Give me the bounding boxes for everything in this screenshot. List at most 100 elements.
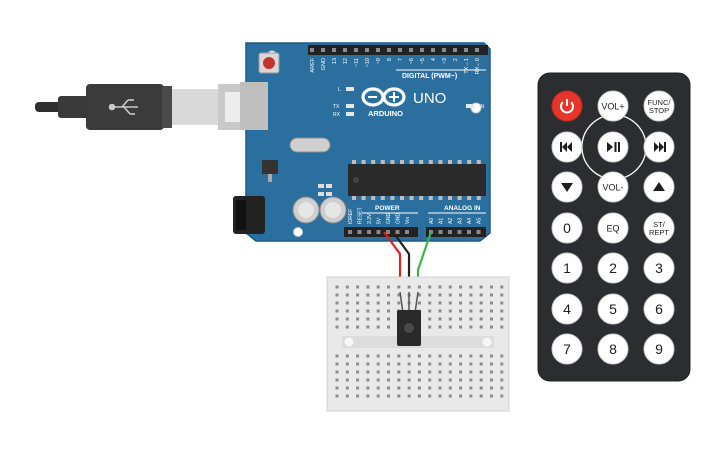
led-on-label: ON — [477, 104, 485, 110]
header-pin-hole[interactable] — [431, 48, 435, 52]
analog-pin-label: A5 — [477, 218, 483, 224]
remote-button-st-rept[interactable]: ST/REPT — [643, 212, 675, 244]
led-l-label: L — [338, 87, 341, 93]
remote-button-label: STOP — [649, 106, 669, 115]
remote-button-next[interactable] — [643, 131, 675, 163]
arrow-up-icon — [653, 182, 665, 191]
power-pin-hole[interactable] — [386, 230, 390, 234]
pin-label: TX→1 — [464, 58, 470, 74]
header-pin-hole[interactable] — [310, 48, 314, 52]
header-pin-hole[interactable] — [464, 48, 468, 52]
header-pin-hole[interactable] — [398, 48, 402, 52]
power-pin-label: IOREF — [348, 209, 354, 224]
play-pause-icon — [607, 142, 620, 152]
remote-button-three[interactable]: 3 — [643, 252, 675, 284]
remote-button-vol-up[interactable]: VOL+ — [597, 90, 629, 122]
remote-button-play-pause[interactable] — [597, 131, 629, 163]
pin-label: 13 — [332, 58, 338, 64]
remote-button-up[interactable] — [643, 171, 675, 203]
header-pin-hole[interactable] — [365, 48, 369, 52]
pin-label: 4 — [431, 58, 437, 61]
analog-pin-header[interactable] — [426, 227, 486, 237]
remote-button-power[interactable] — [551, 90, 583, 122]
remote-button-zero[interactable]: 0 — [551, 212, 583, 244]
power-pin-header[interactable] — [344, 227, 418, 237]
remote-button-label: 1 — [563, 260, 571, 276]
remote-button-label: FUNC/ — [648, 98, 672, 107]
model-label: UNO — [413, 90, 446, 107]
remote-button-label: VOL+ — [601, 102, 624, 112]
pin-label: 7 — [398, 58, 404, 61]
header-pin-hole[interactable] — [442, 48, 446, 52]
arrow-down-icon — [561, 183, 573, 192]
header-pin-hole[interactable] — [409, 48, 413, 52]
remote-button-two[interactable]: 2 — [597, 252, 629, 284]
led-tx — [346, 104, 354, 108]
pin-label: ~5 — [420, 58, 426, 64]
usb-port — [240, 82, 268, 130]
power-pin-label: GND — [386, 213, 392, 225]
led-tx-label: TX — [333, 104, 340, 110]
remote-button-label: EQ — [606, 224, 619, 234]
remote-button-label: 4 — [563, 301, 571, 317]
power-pin-label: 5V — [377, 217, 383, 224]
skip-back-icon — [560, 142, 572, 152]
header-pin-hole[interactable] — [376, 48, 380, 52]
analog-pin-hole[interactable] — [448, 230, 452, 234]
remote-button-label: 6 — [655, 301, 663, 317]
pin-label: ~9 — [376, 58, 382, 64]
ir-remote-control[interactable]: VOL+ FUNC/STOP VOL- 0 EQ ST/REPT 1 2 3 4 5 6 7 8 9 — [537, 72, 691, 382]
usb-cable[interactable] — [35, 84, 268, 130]
reset-button[interactable] — [258, 52, 280, 74]
remote-button-seven[interactable]: 7 — [551, 333, 583, 365]
remote-button-six[interactable]: 6 — [643, 293, 675, 325]
analog-pin-hole[interactable] — [438, 230, 443, 234]
led-rx — [346, 112, 354, 116]
digital-header-label: DIGITAL (PWM~) — [402, 73, 457, 80]
remote-button-label: ST/ — [653, 220, 666, 229]
skip-forward-icon — [654, 142, 666, 152]
pin-label: 8 — [387, 58, 393, 61]
dc-power-jack[interactable] — [233, 196, 265, 234]
analog-pin-hole[interactable] — [457, 230, 462, 234]
pin-label: ~6 — [409, 58, 415, 64]
header-pin-hole[interactable] — [420, 48, 424, 52]
header-pin-hole[interactable] — [475, 48, 479, 52]
power-pin-hole[interactable] — [357, 230, 362, 234]
usb-icon — [108, 99, 138, 115]
power-pin-hole[interactable] — [367, 230, 371, 234]
header-pin-hole[interactable] — [453, 48, 457, 52]
remote-button-prev[interactable] — [551, 131, 583, 163]
pin-label: GND — [321, 58, 327, 70]
header-pin-hole[interactable] — [354, 48, 358, 52]
power-pin-hole[interactable] — [376, 230, 381, 234]
arduino-logo — [361, 87, 406, 107]
pin-label: ~3 — [442, 58, 448, 64]
remote-button-vol-down[interactable]: VOL- — [597, 171, 629, 203]
led-l — [346, 87, 354, 91]
remote-button-label: 8 — [609, 341, 617, 357]
remote-button-five[interactable]: 5 — [597, 293, 629, 325]
remote-button-label: 3 — [655, 260, 663, 276]
power-pin-hole[interactable] — [405, 230, 409, 234]
analog-pin-label: A0 — [429, 218, 435, 224]
remote-button-label: 2 — [609, 260, 617, 276]
remote-button-func-stop[interactable]: FUNC/STOP — [643, 90, 675, 122]
remote-button-nine[interactable]: 9 — [643, 333, 675, 365]
power-pin-hole[interactable] — [395, 230, 400, 234]
header-pin-hole[interactable] — [387, 48, 391, 52]
remote-button-one[interactable]: 1 — [551, 252, 583, 284]
remote-button-four[interactable]: 4 — [551, 293, 583, 325]
remote-button-label: 9 — [655, 341, 663, 357]
header-pin-hole[interactable] — [343, 48, 347, 52]
header-pin-hole[interactable] — [321, 48, 325, 52]
remote-button-eight[interactable]: 8 — [597, 333, 629, 365]
remote-button-down[interactable] — [551, 171, 583, 203]
ir-receiver-sensor[interactable] — [397, 291, 421, 346]
analog-pin-hole[interactable] — [467, 230, 471, 234]
remote-button-eq[interactable]: EQ — [597, 212, 629, 244]
power-pin-hole[interactable] — [348, 230, 352, 234]
header-pin-hole[interactable] — [332, 48, 336, 52]
analog-pin-hole[interactable] — [476, 230, 481, 234]
